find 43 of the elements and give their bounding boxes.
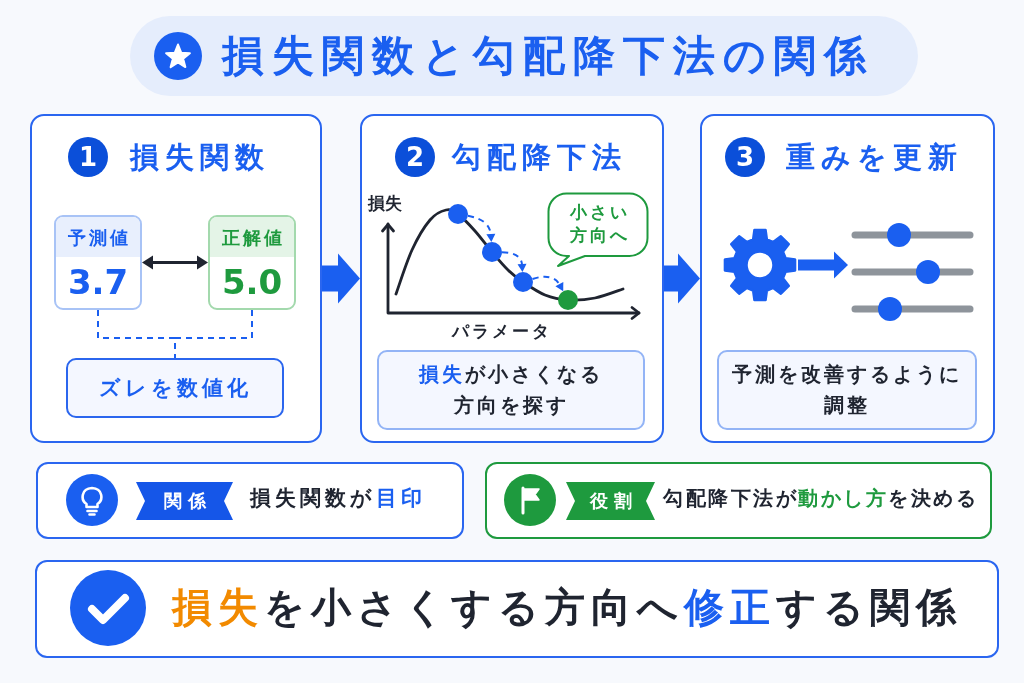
point-marker: [448, 204, 468, 224]
number-badge: 3: [725, 137, 765, 177]
note-text: 損失関数が目印: [250, 485, 426, 512]
dashed-connector: [174, 309, 253, 359]
step-panel: [360, 114, 664, 443]
point-marker: [513, 272, 533, 292]
axis-label: 損失: [368, 192, 402, 215]
panel-heading: 重みを更新: [786, 139, 963, 176]
speech-bubble: 小さい方向へ: [547, 192, 649, 268]
dashed-arrow: [466, 214, 496, 242]
dashed-arrow: [531, 275, 564, 291]
arrow: [798, 251, 848, 279]
value-label: 予測値: [56, 217, 140, 257]
summary-card: [35, 560, 999, 658]
value-card: [54, 215, 142, 310]
value-number: 3.7: [66, 261, 130, 304]
axis-label: パラメータ: [452, 320, 552, 343]
double-arrow: [142, 255, 208, 270]
title-text: 損失関数と勾配降下法の関係: [222, 30, 874, 82]
note-text: 勾配降下法が動かし方を決める: [663, 485, 978, 512]
block-arrow: [664, 253, 700, 304]
dashed-arrow: [501, 251, 527, 272]
value-label: 正解値: [210, 217, 294, 257]
note-card: [36, 462, 464, 539]
text-box: ズレを数値化: [66, 358, 284, 418]
text-box: 予測を改善するように調整: [717, 350, 977, 430]
point-marker: [482, 242, 502, 262]
text-box: 損失が小さくなる方向を探す: [377, 350, 645, 430]
step-panel: [700, 114, 995, 443]
number-badge: 1: [68, 137, 108, 177]
panel-heading: 損失関数: [130, 139, 270, 176]
panel-heading: 勾配降下法: [452, 139, 627, 176]
value-card: [208, 215, 296, 310]
ribbon-banner: 役割: [566, 482, 655, 520]
gear-icon: [722, 227, 798, 303]
point-marker: [558, 290, 578, 310]
value-number: 5.0: [220, 261, 284, 304]
ribbon-banner: 関係: [136, 482, 233, 520]
note-card: [485, 462, 992, 539]
summary-text: 損失を小さくする方向へ修正する関係: [172, 583, 962, 632]
step-panel: [30, 114, 322, 443]
block-arrow: [322, 253, 360, 304]
number-badge: 2: [395, 137, 435, 177]
